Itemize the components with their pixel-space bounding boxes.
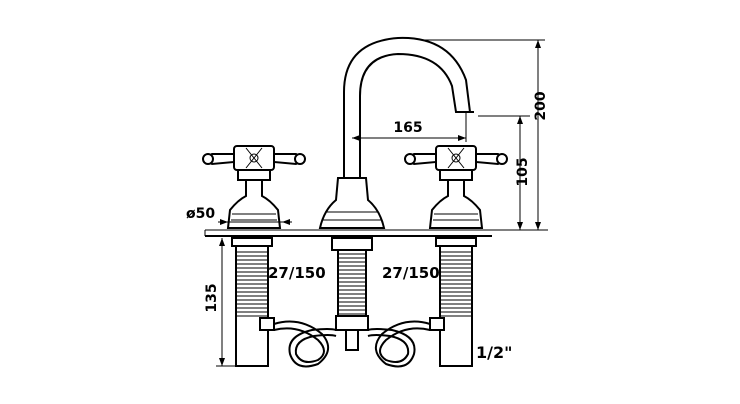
dimension-lines bbox=[216, 39, 548, 367]
right-shank bbox=[435, 237, 477, 367]
dimension-labels: 200 105 165 ø50 135 27/150 27/150 1/2" bbox=[186, 91, 549, 362]
right-cross-handle bbox=[404, 145, 508, 229]
dim-left-thread: 27/150 bbox=[268, 264, 326, 282]
dim-right-thread: 27/150 bbox=[382, 264, 440, 282]
dim-connection: 1/2" bbox=[476, 343, 512, 362]
left-cross-handle bbox=[202, 145, 306, 229]
dim-total-height: 200 bbox=[533, 91, 549, 120]
center-shank bbox=[331, 237, 373, 331]
dim-base-diameter: ø50 bbox=[186, 206, 215, 222]
countertop bbox=[204, 229, 492, 237]
left-shank bbox=[231, 237, 273, 367]
dim-spout-reach: 165 bbox=[393, 120, 422, 136]
dim-spout-height: 105 bbox=[515, 157, 531, 186]
spout bbox=[318, 36, 474, 229]
flex-hoses bbox=[259, 317, 445, 368]
dim-shank-length: 135 bbox=[204, 283, 220, 312]
